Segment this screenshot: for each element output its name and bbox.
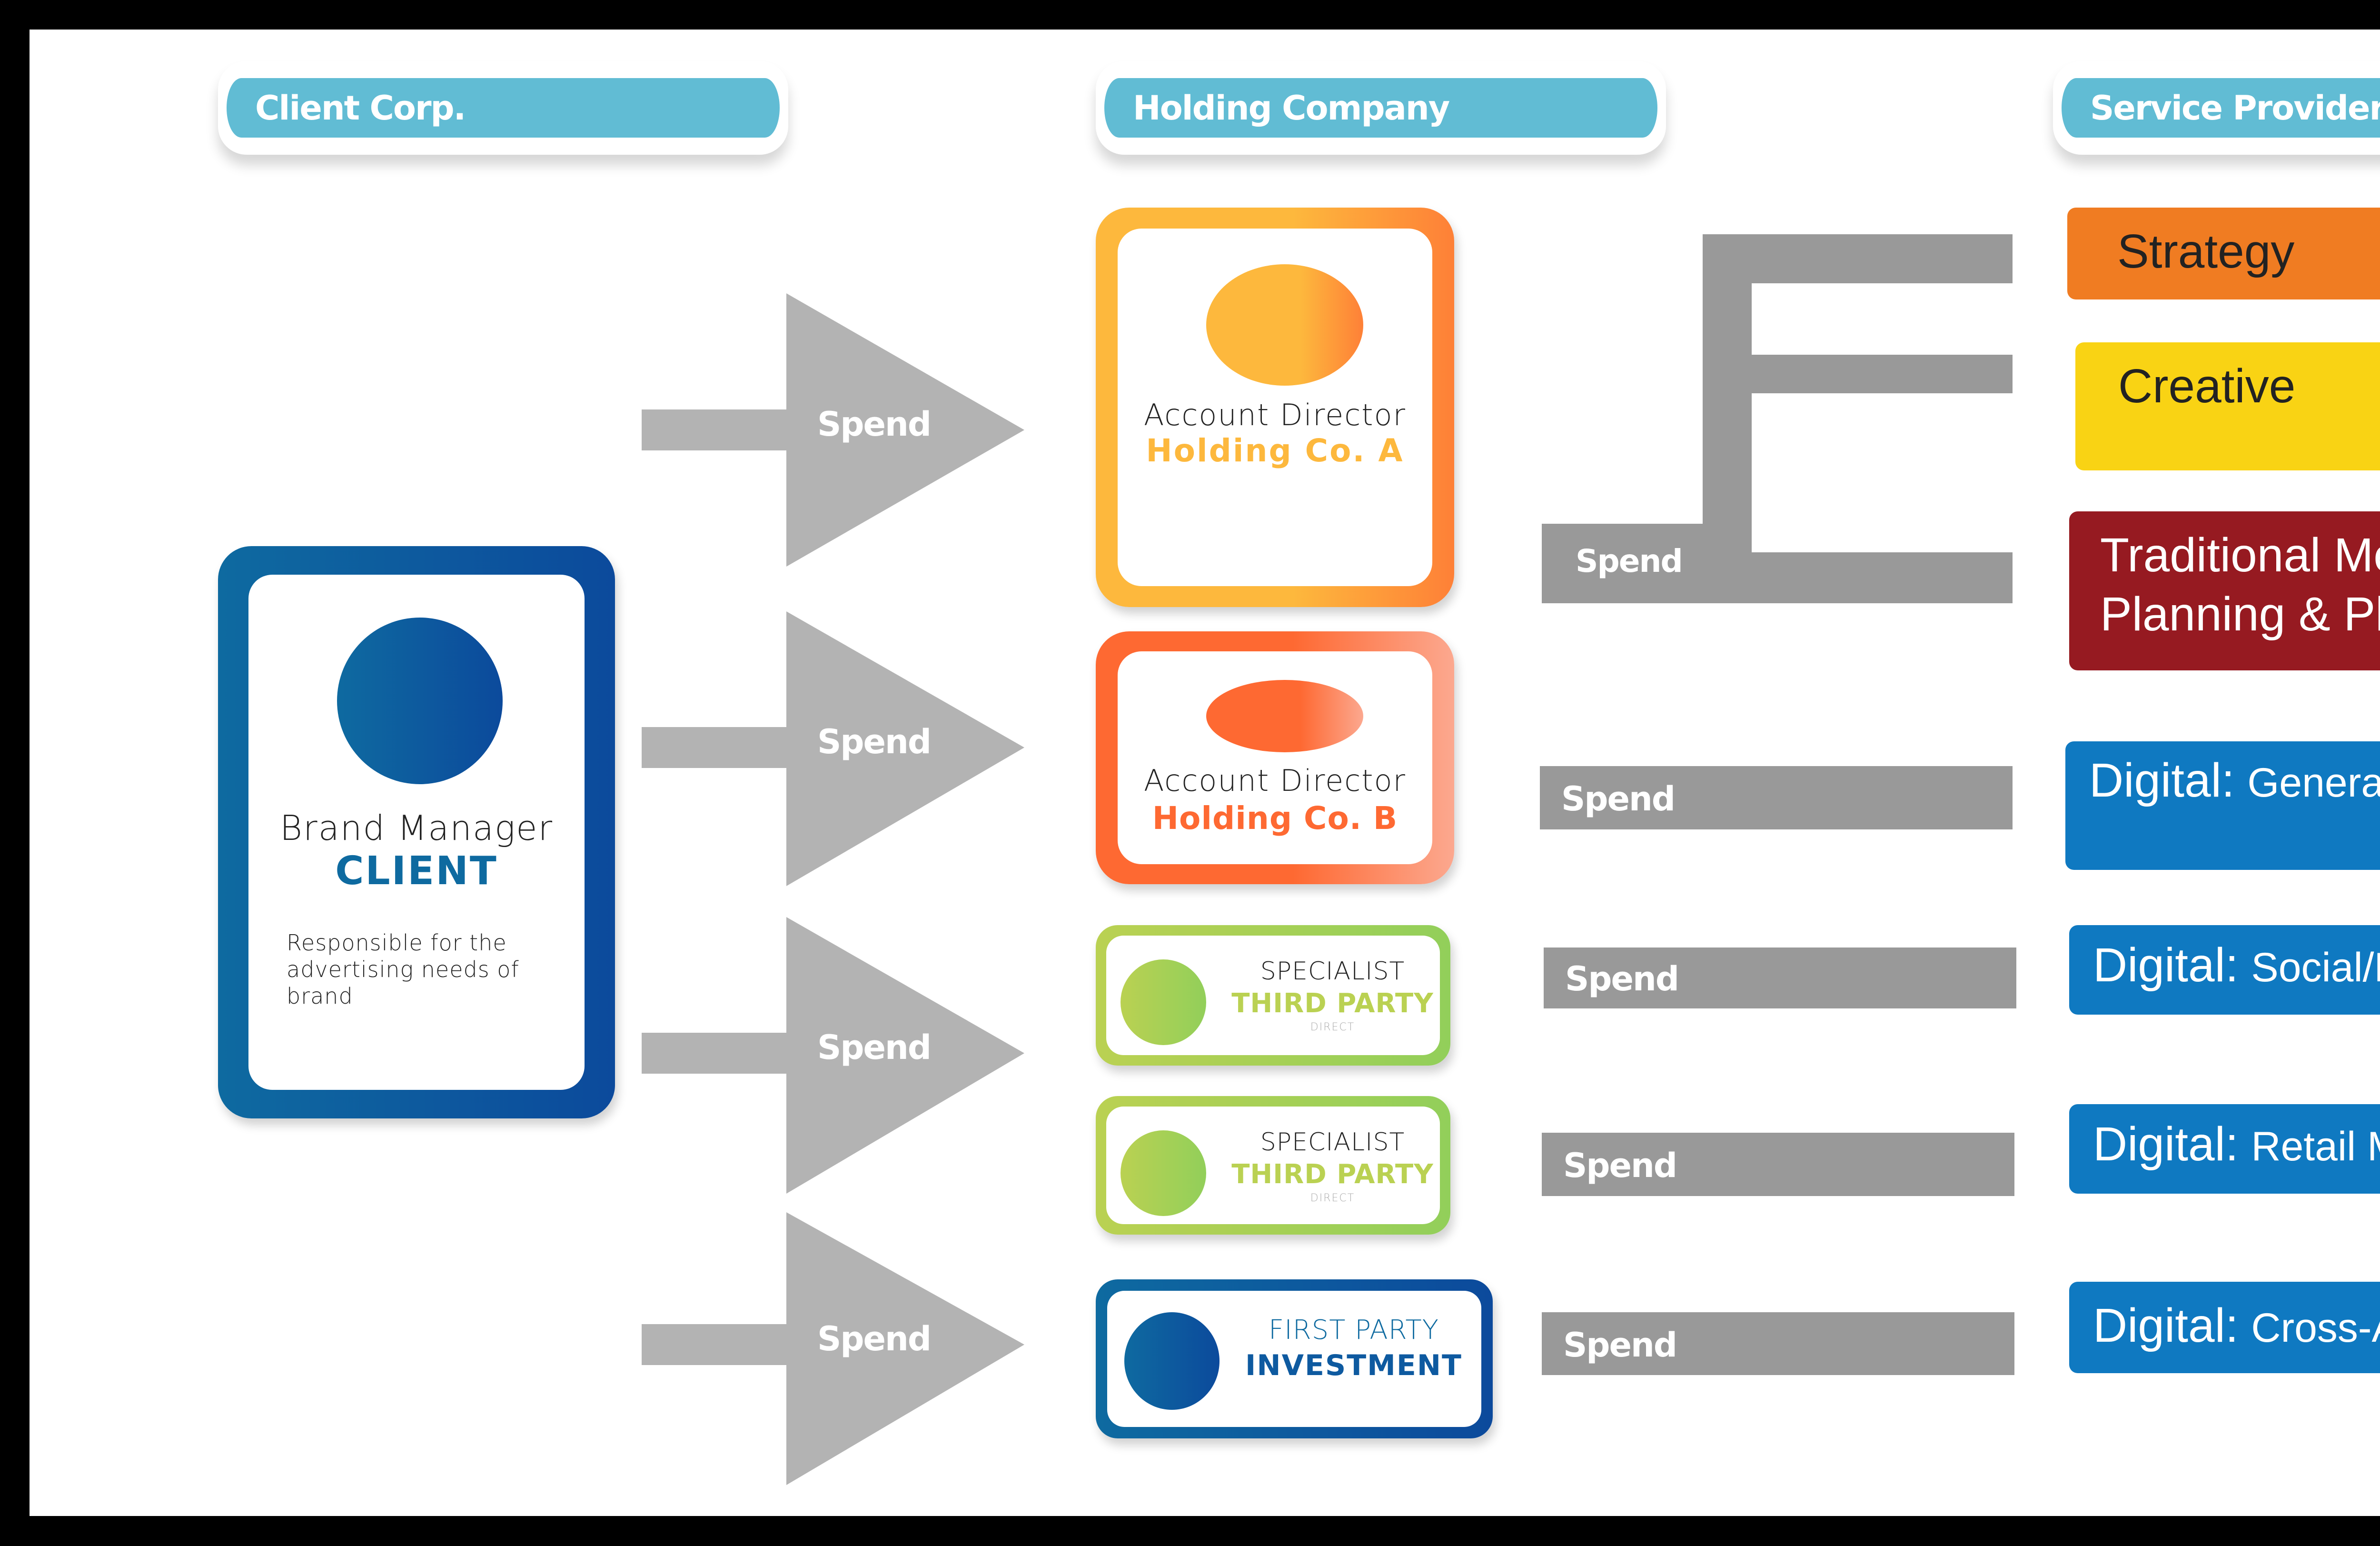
avatar-placeholder-icon — [1124, 1312, 1220, 1410]
arrow-spend-label: Spend — [817, 405, 932, 444]
connector-branch-traditional — [1703, 552, 2013, 603]
service-label-prefix: Digital: — [2093, 1117, 2239, 1171]
service-digital-social-mobile: Digital: Social/Mobile — [2069, 925, 2380, 1015]
header-label: Service Providers — [2090, 88, 2380, 128]
description-line: advertising needs of — [287, 957, 519, 982]
arrow-3 — [642, 917, 1024, 1194]
header-service-providers: Service Providers — [2053, 61, 2380, 155]
holding-b-role: Account Director — [1143, 763, 1407, 798]
specialist-third-party-card-2: SPECIALIST THIRD PARTY DIRECT — [1096, 1096, 1450, 1235]
service-label-prefix: Digital: — [2093, 938, 2239, 992]
client-title: CLIENT — [335, 848, 498, 894]
description-line: brand — [287, 983, 353, 1009]
arrow-shape — [642, 1212, 1024, 1485]
service-label-line-1: Traditional Media — [2100, 529, 2380, 582]
specialist-sub: DIRECT — [1310, 1021, 1355, 1033]
connector-branch-creative — [1703, 355, 2013, 393]
service-label: Creative — [2118, 359, 2296, 413]
specialist-main: THIRD PARTY — [1231, 1159, 1434, 1190]
client-description: Responsible for the advertising needs of… — [287, 929, 519, 1009]
connector-spend-label: Spend — [1565, 959, 1679, 998]
connector-spend-box — [1542, 524, 1727, 603]
avatar-placeholder-icon — [1121, 959, 1206, 1045]
arrow-spend-label: Spend — [817, 722, 932, 761]
specialist-third-party-card-1: SPECIALIST THIRD PARTY DIRECT — [1096, 925, 1450, 1066]
header-client-corp: Client Corp. — [218, 61, 788, 155]
first-party-main: INVESTMENT — [1245, 1349, 1462, 1382]
arrow-shape — [642, 293, 1024, 567]
service-digital-retail-media: Digital: Retail Media / Shopper — [2069, 1104, 2380, 1194]
avatar-placeholder-icon — [337, 618, 503, 784]
first-party-top: FIRST PARTY — [1269, 1315, 1439, 1346]
specialist-main: THIRD PARTY — [1231, 988, 1434, 1019]
service-strategy: Strategy — [2067, 208, 2380, 299]
specialist-top: SPECIALIST — [1260, 1128, 1405, 1157]
holding-a-name: Holding Co. A — [1146, 432, 1404, 469]
header-label: Holding Company — [1133, 88, 1450, 128]
service-label: General — [2247, 760, 2380, 806]
service-traditional-media: Traditional Media Planning & Placement — [2069, 511, 2380, 670]
holding-a-role: Account Director — [1143, 398, 1407, 432]
avatar-placeholder-icon — [1121, 1130, 1206, 1216]
avatar-placeholder-icon — [1206, 264, 1363, 386]
description-line: Responsible for the — [287, 930, 507, 956]
arrow-1 — [642, 293, 1024, 567]
connector-spend-label: Spend — [1561, 779, 1676, 818]
holding-co-b-card: Account Director Holding Co. B — [1096, 631, 1454, 884]
service-label: Retail Media / Shopper — [2251, 1124, 2380, 1169]
connector-spend-label: Spend — [1576, 543, 1683, 579]
arrow-4 — [642, 1212, 1024, 1485]
service-label: Social/Mobile — [2251, 945, 2380, 990]
service-label-line-2: Planning & Placement — [2100, 588, 2380, 641]
connector-specialist-2: Spend — [1542, 1133, 2014, 1196]
first-party-investment-card: FIRST PARTY INVESTMENT — [1096, 1279, 1493, 1438]
service-label: Cross-Analytics & Targeting — [2251, 1305, 2380, 1351]
specialist-top: SPECIALIST — [1260, 957, 1405, 986]
holding-b-name: Holding Co. B — [1152, 800, 1398, 837]
connector-branch-strategy — [1703, 234, 2013, 283]
service-label: Strategy — [2117, 225, 2295, 278]
arrow-spend-label: Spend — [817, 1028, 932, 1067]
service-digital-general: Digital: General — [2065, 741, 2380, 870]
arrow-spend-label: Spend — [817, 1319, 932, 1358]
service-creative: Creative — [2075, 342, 2380, 470]
specialist-sub: DIRECT — [1310, 1192, 1355, 1204]
holding-co-a-card: Account Director Holding Co. A — [1096, 208, 1454, 607]
client-role: Brand Manager — [279, 808, 554, 848]
header-label: Client Corp. — [255, 88, 466, 128]
connector-holding-b: Spend — [1540, 766, 2013, 829]
avatar-placeholder-icon — [1206, 680, 1363, 752]
client-card: Brand Manager CLIENT Responsible for the… — [218, 546, 615, 1118]
service-label-prefix: Digital: — [2093, 1299, 2239, 1352]
connector-spend-label: Spend — [1563, 1326, 1677, 1365]
connector-spend-label: Spend — [1563, 1146, 1677, 1185]
connector-specialist-1: Spend — [1544, 948, 2016, 1008]
arrow-shape — [642, 917, 1024, 1194]
service-digital-cross-analytics: Digital: Cross-Analytics & Targeting — [2069, 1282, 2380, 1373]
header-holding-company: Holding Company — [1096, 61, 1666, 155]
arrow-2 — [642, 611, 1024, 886]
arrow-shape — [642, 611, 1024, 886]
connector-first-party: Spend — [1542, 1312, 2014, 1375]
service-label-prefix: Digital: — [2089, 754, 2235, 807]
